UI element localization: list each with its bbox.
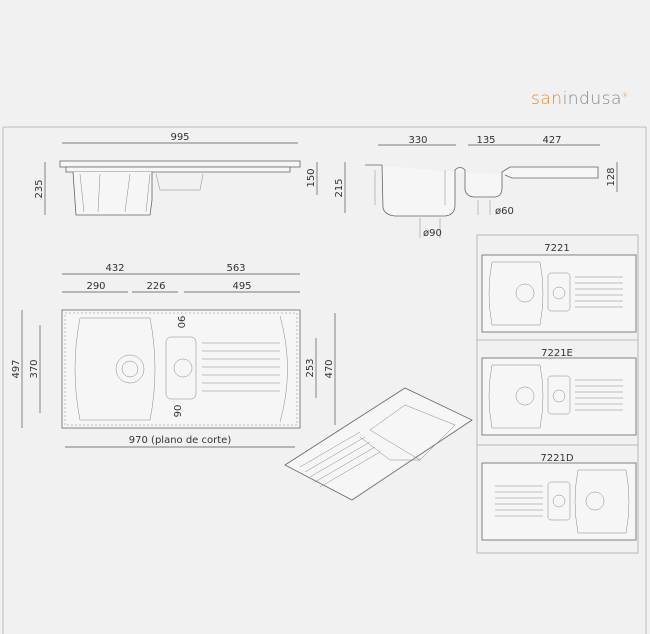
plan-view: 432 563 290 226 495 497 370: [11, 263, 336, 448]
dim-bowl-depth: 370: [29, 359, 40, 378]
dim-depth: 150: [306, 168, 317, 187]
dim-small-bowl-depth: 253: [305, 358, 316, 377]
cross-section: 330 135 427 215 128 ø90 ø60: [334, 135, 618, 239]
dim-height: 235: [34, 179, 45, 198]
variant-7221-drawing: [481, 254, 637, 333]
dim-small-bowl: 135: [476, 135, 495, 146]
logo-mark: ®: [621, 92, 629, 100]
dim-cut-depth: 470: [324, 359, 335, 378]
drawing-frame: [2, 126, 647, 634]
dim-drain-small: ø60: [495, 206, 514, 217]
dim-tap-bottom: 90: [173, 405, 184, 418]
dim-bowl-width: 330: [408, 135, 427, 146]
logo-prefix: san: [531, 89, 563, 109]
sanindusa-logo: sanindusa®: [531, 89, 628, 109]
dim-total-depth: 497: [11, 359, 22, 378]
variant-7221E-drawing: [481, 357, 637, 436]
logo-suffix: indusa: [562, 89, 622, 109]
dim-between-centers: 226: [146, 281, 165, 292]
variants-panel: 7221 7221E 7221D: [476, 234, 639, 554]
side-view: 995 235 150: [34, 132, 318, 216]
variant-label: 7221: [544, 243, 569, 254]
dim-width: 995: [170, 132, 189, 143]
dim-drainer-height: 128: [606, 167, 617, 186]
dim-right-center: 495: [232, 281, 251, 292]
variant-label: 7221E: [541, 348, 573, 359]
dim-right-total: 563: [226, 263, 245, 274]
variant-label: 7221D: [540, 453, 573, 464]
dim-height: 215: [334, 178, 345, 197]
dim-drainer: 427: [542, 135, 561, 146]
variant-7221D-drawing: [481, 462, 637, 541]
dim-drain-large: ø90: [423, 228, 442, 239]
dim-left-center: 290: [86, 281, 105, 292]
dim-tap-top: 90: [175, 316, 186, 329]
dim-cut-width: 970 (plano de corte): [129, 435, 232, 446]
isometric-view: [284, 387, 473, 501]
dim-left-total: 432: [105, 263, 124, 274]
